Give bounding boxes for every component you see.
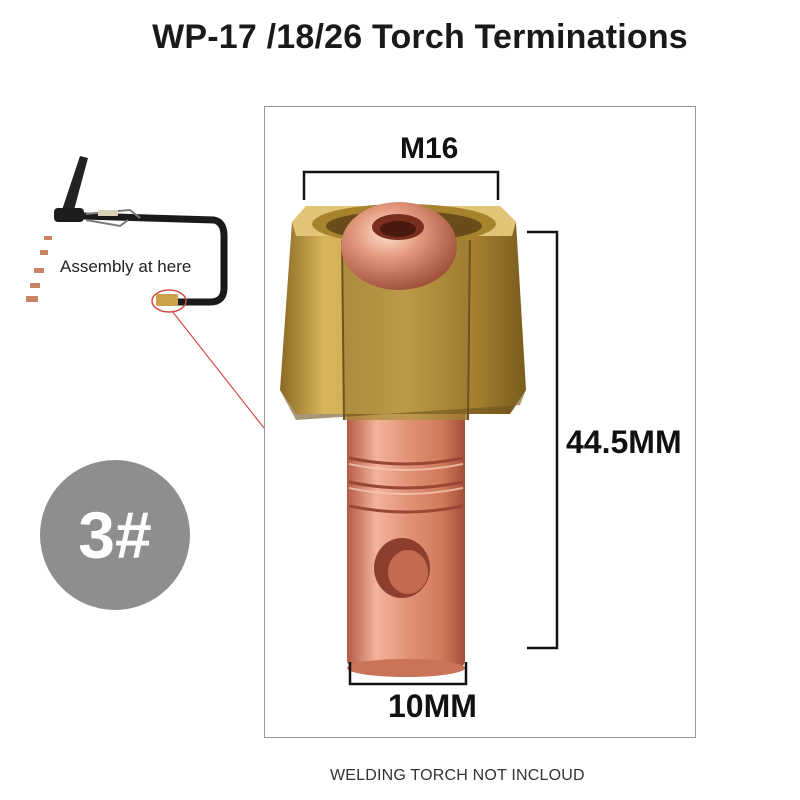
dim-line-length	[527, 230, 559, 650]
product-frame	[264, 106, 696, 738]
pointer-line	[171, 310, 265, 429]
tube-grooves	[348, 456, 464, 514]
footer-note: WELDING TORCH NOT INCLOUD	[330, 767, 585, 784]
termination-marker	[156, 294, 178, 306]
dim-line-diameter	[348, 662, 468, 686]
model-number-badge: 3#	[40, 460, 190, 610]
diameter-label: 10MM	[388, 688, 477, 724]
assembly-point-circle	[151, 289, 187, 313]
copper-ball-seat	[341, 202, 457, 290]
page-title: WP-17 /18/26 Torch Terminations	[152, 18, 688, 56]
assembly-label: Assembly at here	[58, 256, 194, 278]
dim-line-thread	[302, 170, 500, 200]
length-label: 44.5MM	[566, 424, 682, 460]
copper-tube	[347, 400, 465, 677]
thread-size-label: M16	[400, 132, 459, 165]
torch-assembly-thumbnail	[26, 156, 265, 429]
dimension-lines	[302, 170, 559, 686]
